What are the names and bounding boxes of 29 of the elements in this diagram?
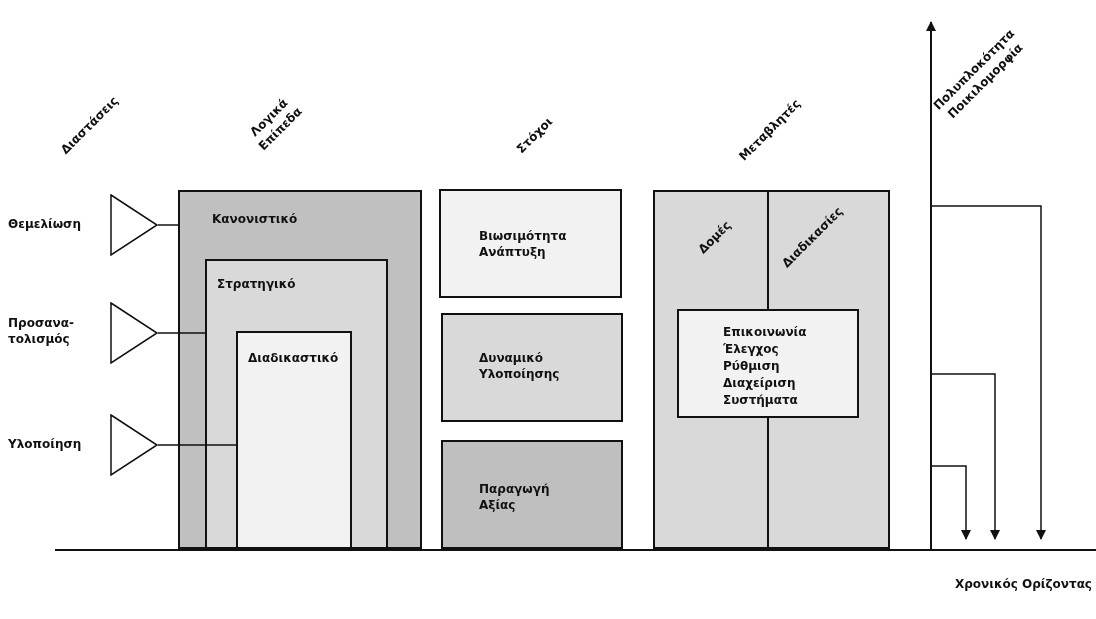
- process-box: [439, 189, 622, 298]
- connector-line: [157, 224, 179, 226]
- box-label: Παραγωγή Αξίας: [479, 482, 551, 514]
- box-label: Έλεγχος: [723, 342, 779, 358]
- dimension-label: Θεμελίωση: [8, 217, 82, 233]
- box-label: Επικοινωνία: [723, 325, 807, 341]
- box-label: Στρατηγικό: [217, 277, 296, 293]
- process-box: [178, 190, 422, 549]
- connector-line: [157, 332, 206, 334]
- nested-box: [677, 309, 859, 418]
- process-box: [441, 313, 623, 422]
- box-label: Ρύθμιση: [723, 359, 780, 375]
- triangle-symbol: [110, 414, 158, 476]
- box-label: Δυναμικό Υλοποίησης: [479, 351, 561, 383]
- triangle-symbol: [110, 302, 158, 364]
- triangle-symbol: [110, 194, 158, 256]
- box-label: Διαδικαστικό: [248, 351, 339, 367]
- dimension-label: Υλοποίηση: [8, 437, 83, 453]
- process-box: [441, 440, 623, 549]
- box-label: Συστήματα: [723, 393, 798, 409]
- variables-panel: [653, 190, 890, 549]
- box-label: Διαχείριση: [723, 376, 796, 392]
- connector-line: [157, 444, 237, 446]
- nested-box: [205, 259, 388, 549]
- box-label: Βιωσιμότητα Ανάπτυξη: [479, 229, 568, 261]
- nested-box: [236, 331, 352, 549]
- box-label: Κανονιστικό: [212, 212, 298, 228]
- axis-label: Χρονικός Ορίζοντας: [955, 577, 1092, 593]
- dimension-label: Προσανα- τολισμός: [8, 316, 75, 348]
